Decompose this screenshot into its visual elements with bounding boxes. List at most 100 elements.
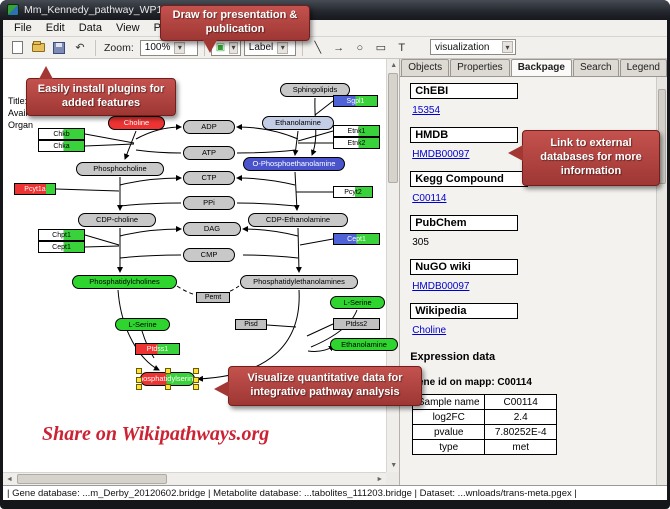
open-file-button[interactable] — [29, 39, 47, 57]
selection-handle[interactable] — [136, 384, 142, 390]
label-tool-icon: T — [398, 41, 406, 54]
title-bar[interactable]: Mm_Kennedy_pathway_WP1771_45176.gpml — [0, 0, 670, 20]
chevron-down-icon[interactable]: ▾ — [502, 41, 513, 53]
node-cept1-left[interactable]: Cept1 — [38, 241, 85, 253]
node-cmp[interactable]: CMP — [183, 248, 235, 262]
node-ethanolamine[interactable]: Ethanolamine — [262, 116, 334, 130]
node-phosphatidylethanolamines[interactable]: Phosphatidylethanolamines — [240, 275, 358, 289]
node-o-phosphoethanolamine[interactable]: O-Phosphoethanolamine — [243, 157, 345, 171]
kegg-link[interactable]: C00114 — [412, 193, 447, 204]
node-sphingolipids[interactable]: Sphingolipids — [280, 83, 350, 97]
node-pisd[interactable]: Pisd — [235, 319, 267, 330]
node-ethanolamine-green[interactable]: Ethanolamine — [330, 338, 398, 351]
chebi-link[interactable]: 15354 — [412, 105, 441, 116]
menu-data[interactable]: Data — [78, 22, 102, 34]
node-ctp[interactable]: CTP — [183, 171, 235, 185]
section-header-chebi: ChEBI — [410, 83, 519, 99]
scrollbar-thumb[interactable] — [388, 73, 399, 183]
tab-backpage[interactable]: Backpage — [510, 59, 572, 76]
chevron-down-icon[interactable]: ▾ — [174, 41, 186, 54]
node-choline[interactable]: Choline — [108, 116, 165, 130]
save-button[interactable] — [50, 39, 68, 57]
node-atp[interactable]: ATP — [183, 146, 235, 160]
menu-file[interactable]: File — [14, 22, 32, 34]
tab-objects[interactable]: Objects — [401, 59, 450, 76]
node-chpt1[interactable]: Chpt1 — [38, 229, 85, 241]
table-cell: 2.4 — [484, 409, 558, 425]
selection-handle[interactable] — [165, 384, 171, 390]
tab-properties[interactable]: Properties — [450, 59, 510, 76]
visualization-value: visualization — [435, 41, 490, 53]
node-adp[interactable]: ADP — [183, 120, 235, 134]
node-ppi[interactable]: PPi — [183, 196, 235, 210]
visualization-combobox[interactable]: visualization ▾ — [430, 39, 516, 55]
node-ptdss1[interactable]: Ptdss1 — [135, 343, 180, 355]
datanode-template-combobox[interactable]: ▣ ▾ — [210, 39, 241, 56]
node-etnk1[interactable]: Etnk1 — [333, 125, 380, 137]
status-bar: | Gene database: ...m_Derby_20120602.bri… — [3, 485, 667, 500]
node-etnk2[interactable]: Etnk2 — [333, 137, 380, 149]
label-template-value: Label — [248, 42, 274, 53]
callout-text: Easily install plugins for added feature… — [37, 83, 165, 109]
section-header-hmdb: HMDB — [410, 127, 519, 143]
chevron-down-icon[interactable]: ▾ — [229, 41, 238, 54]
scroll-up-icon[interactable]: ▲ — [390, 62, 398, 69]
table-cell: log2FC — [412, 409, 486, 425]
hmdb-link[interactable]: HMDB00097 — [412, 149, 470, 160]
tab-search[interactable]: Search — [572, 59, 619, 76]
callout-external-databases: Link to external databases for more info… — [508, 130, 660, 186]
undo-button[interactable]: ↶ — [71, 39, 89, 57]
label-template-combobox[interactable]: Label ▾ — [243, 39, 296, 56]
node-phosphocholine[interactable]: Phosphocholine — [76, 162, 164, 176]
section-header-wikipedia: Wikipedia — [410, 303, 519, 319]
callout-text: Visualize quantitative data for integrat… — [247, 372, 403, 398]
node-cdp-ethanolamine[interactable]: CDP-Ethanolamine — [248, 213, 348, 227]
node-cept1-right[interactable]: Cept1 — [333, 233, 380, 245]
node-pemt[interactable]: Pemt — [196, 292, 230, 303]
node-chkb[interactable]: Chkb — [38, 128, 85, 140]
menu-edit[interactable]: Edit — [45, 22, 65, 34]
scroll-right-icon[interactable]: ► — [376, 476, 384, 483]
pathway-canvas[interactable]: Title: Avail Organ Sphingolipids Sgpl1 C… — [3, 59, 401, 485]
zoom-combobox[interactable]: 100% ▾ — [139, 39, 198, 56]
new-file-button[interactable] — [8, 39, 26, 57]
scroll-left-icon[interactable]: ◄ — [6, 476, 13, 483]
node-sgpl1[interactable]: Sgpl1 — [333, 95, 378, 107]
info-line: Organ — [8, 120, 34, 130]
table-row: type met — [412, 439, 558, 455]
node-chka[interactable]: Chka — [38, 140, 85, 152]
oval-tool-button[interactable]: ○ — [351, 39, 369, 57]
selection-handle[interactable] — [193, 368, 199, 374]
node-pcyt1a[interactable]: Pcyt1a — [14, 183, 56, 195]
arrow-tool-button[interactable]: → — [330, 39, 348, 57]
pubchem-value: 305 — [412, 237, 429, 248]
node-ptdss2[interactable]: Ptdss2 — [333, 318, 380, 330]
scrollbar-thumb[interactable] — [17, 474, 167, 484]
selection-handle[interactable] — [165, 368, 171, 374]
node-pcyt2[interactable]: Pcyt2 — [333, 186, 373, 198]
selection-handle[interactable] — [136, 368, 142, 374]
rect-tool-button[interactable]: ▭ — [372, 39, 390, 57]
node-dag[interactable]: DAG — [183, 222, 241, 236]
selection-handle[interactable] — [193, 377, 199, 383]
selection-handle[interactable] — [136, 377, 142, 383]
selection-handle[interactable] — [193, 384, 199, 390]
label-tool-button[interactable]: T — [393, 39, 411, 57]
line-tool-button[interactable]: ╲ — [309, 39, 327, 57]
section-header-kegg: Kegg Compound — [410, 171, 529, 187]
node-phosphatidylcholines[interactable]: Phosphatidylcholines — [72, 275, 177, 289]
scroll-down-icon[interactable]: ▼ — [390, 462, 398, 469]
table-cell: type — [412, 439, 486, 455]
canvas-vertical-scrollbar[interactable]: ▲ ▼ — [386, 59, 400, 472]
section-header-pubchem: PubChem — [410, 215, 519, 231]
nugo-link[interactable]: HMDB00097 — [412, 281, 470, 292]
callout-draw-presentation: Draw for presentation & publication — [160, 5, 310, 53]
chevron-down-icon[interactable]: ▾ — [277, 41, 289, 54]
menu-view[interactable]: View — [115, 22, 140, 34]
tab-legend[interactable]: Legend — [619, 59, 667, 76]
node-l-serine-right[interactable]: L-Serine — [330, 296, 385, 309]
canvas-horizontal-scrollbar[interactable]: ◄ ► — [3, 472, 387, 485]
node-cdp-choline[interactable]: CDP-choline — [78, 213, 156, 227]
node-l-serine-left[interactable]: L-Serine — [115, 318, 170, 331]
wikipedia-link[interactable]: Choline — [412, 325, 447, 336]
